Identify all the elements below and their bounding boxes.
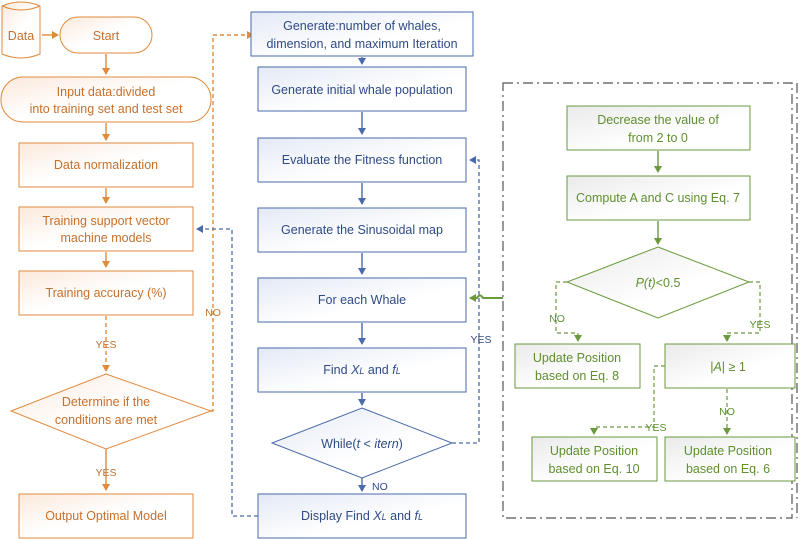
update-eq8-node — [514, 343, 641, 389]
decision-line2: conditions are met — [55, 413, 158, 427]
display-result-label: Display Find XL and fL — [301, 509, 423, 523]
accuracy-label: Training accuracy (%) — [45, 286, 166, 300]
yes-label-accuracy: YES — [95, 339, 116, 351]
update-eq6-line1: Update Position — [684, 444, 772, 458]
input-data-node — [0, 76, 212, 123]
conditions-decision — [9, 373, 213, 450]
initial-population-label: Generate initial whale population — [271, 83, 452, 97]
update-eq6-node — [664, 436, 796, 482]
generate-params-line2: dimension, and maximum Iteration — [266, 37, 457, 51]
p-condition-decision — [565, 246, 751, 319]
update-eq6-line2: based on Eq. 6 — [686, 462, 770, 476]
training-svm-line2: machine models — [60, 231, 151, 245]
right-flow: Decrease the value of from 2 to 0 Comput… — [469, 82, 798, 519]
yes-label-a: YES — [645, 422, 666, 434]
initial-population-node — [257, 66, 467, 112]
for-each-whale-label: For each Whale — [318, 293, 406, 307]
normalization-label: Data normalization — [54, 158, 158, 172]
update-eq8-line2: based on Eq. 8 — [535, 369, 619, 383]
find-best-node — [257, 347, 467, 393]
training-svm-line1: Training support vector — [42, 214, 169, 228]
training-svm-node — [18, 206, 194, 252]
no-label-p: NO — [549, 313, 565, 325]
evaluate-fitness-node — [257, 137, 467, 183]
data-store-label: Data — [8, 29, 34, 43]
input-data-line2: into training set and test set — [30, 102, 183, 116]
a-yes-connector — [590, 365, 665, 435]
display-to-training-connector — [196, 225, 258, 517]
left-flow: Data Start Input data:divided into train… — [0, 1, 254, 539]
data-store-cylinder: Data — [1, 1, 41, 59]
find-best-label: Find XL and fL — [323, 363, 400, 377]
input-data-line1: Input data:divided — [57, 85, 156, 99]
p-no-connector — [555, 281, 582, 342]
yes-label-decision: YES — [95, 467, 116, 479]
sinusoidal-map-node — [257, 207, 467, 253]
normalization-node — [18, 142, 194, 188]
p-yes-connector — [723, 281, 761, 342]
decision-line1: Determine if the — [62, 395, 150, 409]
evaluate-fitness-label: Evaluate the Fitness function — [282, 153, 443, 167]
generate-params-line1: Generate:number of whales, — [283, 19, 441, 33]
output-model-node — [18, 493, 194, 539]
update-eq10-line2: based on Eq. 10 — [548, 462, 639, 476]
no-label-decision: NO — [205, 307, 221, 319]
compute-ac-label: Compute A and C using Eq. 7 — [576, 191, 740, 205]
yes-label-p: YES — [749, 319, 770, 331]
accuracy-node — [18, 270, 194, 316]
middle-flow: Generate:number of whales, dimension, an… — [196, 11, 492, 539]
no-label-while: NO — [372, 481, 388, 493]
generate-params-node — [250, 11, 474, 57]
decrease-value-node — [566, 105, 751, 151]
p-condition-label: P(t)<0.5 — [636, 276, 681, 290]
no-loop-connector — [211, 31, 254, 412]
update-eq10-line1: Update Position — [550, 444, 638, 458]
subprocess-frame — [502, 82, 793, 519]
a-condition-label: |A| ≥ 1 — [710, 360, 746, 374]
update-eq8-line1: Update Position — [533, 351, 621, 365]
compute-ac-node — [566, 175, 751, 221]
decrease-value-line1: Decrease the value of — [597, 113, 719, 127]
yes-label-while: YES — [470, 334, 491, 346]
start-terminal — [59, 16, 153, 54]
start-label: Start — [93, 29, 120, 43]
subprocess-to-foreach-connector — [469, 294, 503, 302]
yes-loop-connector — [452, 156, 480, 444]
decrease-value-line2: from 2 to 0 — [628, 131, 688, 145]
for-each-whale-node — [257, 277, 467, 323]
display-result-node — [257, 493, 467, 539]
output-model-label: Output Optimal Model — [45, 509, 167, 523]
sinusoidal-map-label: Generate the Sinusoidal map — [281, 223, 443, 237]
update-eq10-node — [531, 436, 658, 482]
no-label-a: NO — [719, 406, 735, 418]
while-label: While(t < itern) — [321, 437, 403, 451]
